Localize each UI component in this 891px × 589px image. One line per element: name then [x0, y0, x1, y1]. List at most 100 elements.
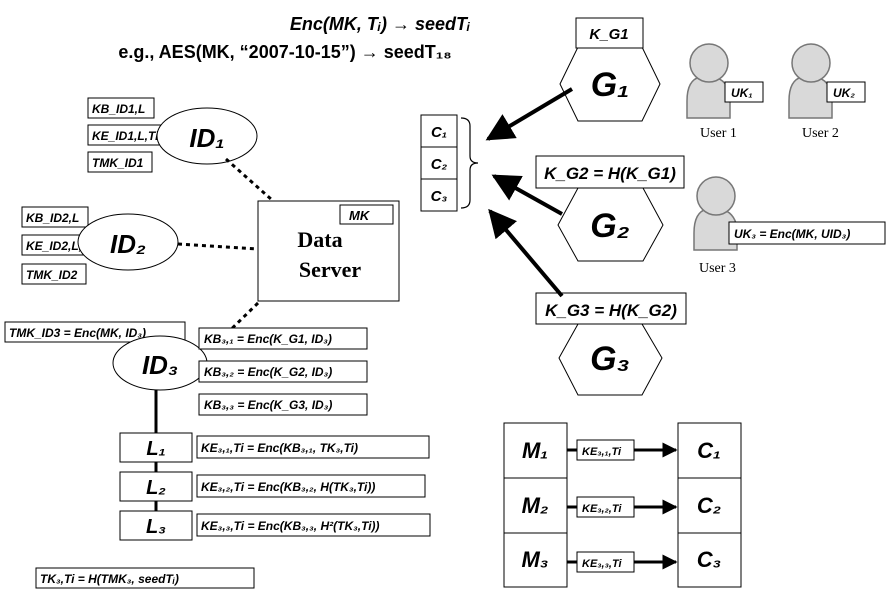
- user-1-key-text: UK₁: [731, 86, 753, 100]
- arrow-g2-channels: [491, 174, 563, 216]
- group-3-label: G₃: [590, 340, 630, 378]
- user-3-key-text: UK₃ = Enc(MK, UID₃): [734, 227, 850, 241]
- id2-key-kb: [21, 206, 89, 228]
- id1-node: [156, 107, 258, 165]
- group-2-key-text: K_G2 = H(K_G1): [544, 164, 676, 183]
- id3-kb-box-2: [198, 360, 368, 383]
- id3-tmk-box: [4, 321, 186, 343]
- data-server-box: [257, 200, 400, 302]
- user-1-avatar-icon: [689, 43, 729, 83]
- cipher-box-2: [677, 477, 742, 534]
- id2-key-ke-text: KE_ID2,L,Ti: [26, 239, 93, 253]
- user-3: UK₃ = Enc(MK, UID₃) User 3: [693, 176, 886, 276]
- cipher-box-1: [677, 422, 742, 479]
- arrow-g1-channels: [485, 87, 574, 141]
- channel-label-2: C₂: [431, 156, 448, 173]
- level-3-label: L₃: [146, 516, 166, 538]
- channel-box-2: [420, 146, 458, 180]
- channel-brace: [460, 117, 479, 209]
- user-2-body: [788, 76, 833, 119]
- level-2: L₂ KE₃,₂,Ti = Enc(KB₃,₂, H(TK₃,Ti)): [119, 471, 426, 502]
- level-2-box: [119, 471, 193, 502]
- level-3-key-text: KE₃,₃,Ti = Enc(KB₃,₃, H²(TK₃,Ti)): [201, 519, 380, 533]
- id1-key-tmk-text: TMK_ID1: [92, 156, 144, 170]
- message-label-2: M₂: [522, 493, 549, 518]
- group-2-key-box: [535, 155, 685, 189]
- level-3: L₃ KE₃,₃,Ti = Enc(KB₃,₃, H²(TK₃,Ti)): [119, 510, 431, 541]
- level-1-key-text: KE₃,₁,Ti = Enc(KB₃,₁, TK₃,Ti): [201, 441, 358, 455]
- id2-group: KB_ID2,L KE_ID2,L,Ti TMK_ID2 ID₂: [21, 206, 179, 285]
- group-2: K_G2 = H(K_G1) G₂: [535, 155, 685, 262]
- id1-key-tmk: [87, 151, 153, 173]
- level-3-box: [119, 510, 193, 541]
- channel-stack: C₁ C₂ C₃: [420, 114, 479, 212]
- connector-id2-server: [177, 242, 259, 251]
- tk-formula-text: TK₃,Ti = H(TMK₃, seedTᵢ): [40, 572, 179, 586]
- enc-key-text-2: KE₃,₂,Ti: [582, 503, 622, 515]
- id3-kb-text-1: KB₃,₁ = Enc(K_G1, ID₃): [204, 332, 332, 346]
- id3-kb-text-2: KB₃,₂ = Enc(K_G2, ID₃): [204, 365, 332, 379]
- arrow-g3-channels: [488, 208, 564, 298]
- cipher-box-3: [677, 532, 742, 588]
- message-label-3: M₃: [522, 547, 549, 572]
- level-1-label: L₁: [146, 438, 165, 460]
- level-1: L₁ KE₃,₁,Ti = Enc(KB₃,₁, TK₃,Ti): [119, 432, 430, 463]
- channel-box-3: [420, 178, 458, 212]
- id1-key-kb-text: KB_ID1,L: [92, 102, 145, 116]
- level-2-label: L₂: [146, 477, 166, 499]
- enc-key-text-3: KE₃,₃,Ti: [582, 558, 622, 570]
- group-3-key-box: [535, 292, 687, 325]
- cipher-label-3: C₃: [697, 547, 721, 572]
- user-3-name: User 3: [699, 261, 736, 276]
- id3-tmk-text: TMK_ID3 = Enc(MK, ID₃): [9, 326, 146, 340]
- user-2-avatar-icon: [791, 43, 831, 83]
- id2-key-tmk-text: TMK_ID2: [26, 268, 78, 282]
- group-3: K_G3 = H(K_G2) G₃: [535, 292, 687, 396]
- data-server-line2: Server: [299, 257, 362, 282]
- group-1-key-text: K_G1: [589, 26, 628, 43]
- channel-box-1: [420, 114, 458, 148]
- encryption-row-2: M₂ KE₃,₂,Ti C₂: [503, 477, 742, 534]
- master-key-box: [339, 204, 394, 225]
- user-3-key-box: [728, 221, 886, 245]
- id2-node: [77, 213, 179, 271]
- user-1-body: [686, 76, 731, 119]
- level-1-key-box: [196, 435, 430, 459]
- user-3-avatar-icon: [696, 176, 736, 216]
- channel-label-3: C₃: [431, 188, 448, 205]
- id3-kb-box-1: [198, 327, 368, 350]
- formula-main: Enc(MK, Tᵢ) → seedTᵢ: [290, 14, 470, 34]
- cipher-label-1: C₁: [697, 438, 721, 463]
- group-1-key-box: [575, 17, 644, 49]
- cipher-label-2: C₂: [697, 493, 721, 518]
- channel-label-1: C₁: [431, 124, 447, 141]
- group-2-label: G₂: [590, 207, 629, 245]
- user-2-key-text: UK₂: [833, 86, 855, 100]
- id2-label: ID₂: [110, 229, 146, 259]
- level-2-key-box: [196, 474, 426, 498]
- message-label-1: M₁: [522, 438, 548, 463]
- message-box-3: [503, 532, 568, 588]
- level-1-box: [119, 432, 193, 463]
- id2-key-tmk: [21, 263, 87, 285]
- id2-key-kb-text: KB_ID2,L: [26, 211, 79, 225]
- master-key-label: MK: [349, 208, 371, 223]
- id1-key-ke-text: KE_ID1,L,Ti: [92, 129, 159, 143]
- tk-formula-box: [35, 567, 255, 589]
- id3-group: TMK_ID3 = Enc(MK, ID₃) ID₃ KB₃,₁ = Enc(K…: [4, 321, 368, 416]
- connector-id1-server: [225, 157, 273, 202]
- user-2-key-box: [826, 81, 866, 103]
- user-2: UK₂ User 2: [788, 43, 866, 141]
- encryption-row-3: M₃ KE₃,₃,Ti C₃: [503, 532, 742, 588]
- id3-label: ID₃: [142, 350, 178, 380]
- user-1: UK₁ User 1: [686, 43, 764, 141]
- formula-example: e.g., AES(MK, “2007-10-15”) → seedT₁₈: [118, 42, 451, 62]
- group-1: K_G1 G₁: [559, 17, 661, 122]
- id3-kb-box-3: [198, 393, 368, 416]
- level-3-key-box: [196, 513, 431, 537]
- id3-kb-text-3: KB₃,₃ = Enc(K_G3, ID₃): [204, 398, 332, 412]
- level-2-key-text: KE₃,₂,Ti = Enc(KB₃,₂, H(TK₃,Ti)): [201, 480, 375, 494]
- id1-key-kb: [87, 97, 155, 119]
